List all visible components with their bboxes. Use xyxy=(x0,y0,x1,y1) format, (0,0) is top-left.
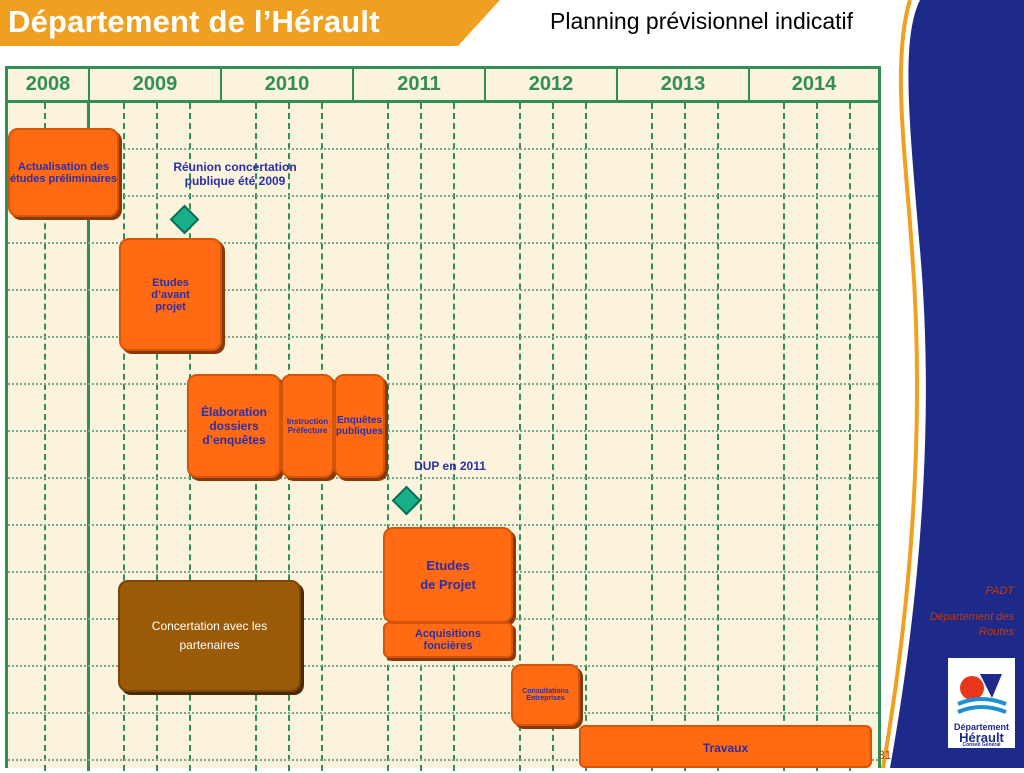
task-etudes-de-projet: Etudes de Projet xyxy=(383,527,513,623)
page-title: Département de l’Hérault xyxy=(8,4,380,39)
task-etudes-avant-projet-label: Etudes d’avant projet xyxy=(151,276,190,313)
grid-horizontal-dotted xyxy=(8,336,878,338)
grid-horizontal-dotted xyxy=(8,430,878,432)
grid-horizontal-dotted xyxy=(8,759,878,761)
grid-vertical-dashed xyxy=(651,103,653,771)
grid-vertical-dashed xyxy=(453,103,455,771)
grid-vertical-dashed xyxy=(585,103,587,771)
logo-text-herault: Hérault xyxy=(959,730,1004,745)
grid-vertical-dashed xyxy=(717,103,719,771)
task-acquisitions-foncieres: Acquisitions foncières xyxy=(383,622,513,658)
grid-vertical-dashed xyxy=(156,103,158,771)
grid-vertical-dashed xyxy=(44,103,46,771)
department-label: Département des Routes xyxy=(929,611,1014,638)
grid-horizontal-dotted xyxy=(8,665,878,667)
grid-vertical-dashed xyxy=(387,103,389,771)
grid-horizontal-dotted xyxy=(8,242,878,244)
task-elaboration-dossiers: Élaboration dossiers d’enquêtes xyxy=(187,374,281,478)
task-acquisitions-label: Acquisitions foncières xyxy=(414,628,481,652)
year-2009: 2009 xyxy=(90,69,222,100)
logo-text-departement: Département xyxy=(953,722,1009,732)
grid-vertical-dashed xyxy=(552,103,554,771)
task-travaux-label: Travaux xyxy=(702,741,749,755)
task-elaboration-label: Élaboration dossiers d’enquêtes xyxy=(200,405,267,447)
year-2011: 2011 xyxy=(354,69,486,100)
year-2010: 2010 xyxy=(222,69,354,100)
herault-logo-emblem xyxy=(957,674,1007,714)
task-concertation-label: Concertation avec les partenaires xyxy=(151,619,268,652)
padt-label: PADT xyxy=(985,585,1014,597)
task-etudes-projet-label: Etudes de Projet xyxy=(420,558,476,592)
page-number: 31 xyxy=(878,748,892,762)
grid-horizontal-dotted xyxy=(8,148,878,150)
grid-vertical-dashed xyxy=(123,103,125,771)
grid-vertical-dashed xyxy=(519,103,521,771)
grid-horizontal-dotted xyxy=(8,289,878,291)
task-actualisation-etudes: Actualisation des études préliminaires xyxy=(8,128,119,217)
year-2013: 2013 xyxy=(618,69,750,100)
task-consultations-label: Consultations Entreprises xyxy=(522,688,569,702)
task-concertation-partenaires: Concertation avec les partenaires xyxy=(118,580,301,692)
grid-vertical-dashed xyxy=(849,103,851,771)
year-2012: 2012 xyxy=(486,69,618,100)
milestone-dup-label: DUP en 2011 xyxy=(414,459,486,473)
task-travaux: Travaux xyxy=(579,725,872,768)
year-2008: 2008 xyxy=(8,69,90,100)
year-2014: 2014 xyxy=(791,73,837,95)
task-instruction-prefecture: Instruction Préfecture xyxy=(281,374,334,478)
grid-vertical-solid xyxy=(87,103,90,771)
task-enquetes-label: Enquêtes publiques xyxy=(335,415,384,437)
side-panel-shape xyxy=(881,0,1024,769)
task-etudes-avant-projet: Etudes d’avant projet xyxy=(119,238,222,351)
grid-vertical-dashed xyxy=(420,103,422,771)
slide-subtitle: Planning prévisionnel indicatif xyxy=(550,8,854,34)
logo-text-conseil: Conseil Général xyxy=(962,742,1001,748)
grid-horizontal-dotted xyxy=(8,383,878,385)
task-instruction-label: Instruction Préfecture xyxy=(286,417,329,435)
grid-vertical-dashed xyxy=(816,103,818,771)
header-banner-shape xyxy=(0,0,500,46)
grid-vertical-dashed xyxy=(783,103,785,771)
grid-horizontal-dotted xyxy=(8,195,878,197)
header-banner: Département de l’Hérault xyxy=(0,0,500,46)
grid-horizontal-dotted xyxy=(8,712,878,714)
side-panel xyxy=(880,0,1024,769)
task-enquetes-publiques: Enquêtes publiques xyxy=(334,374,385,478)
task-actualisation-label: Actualisation des études préliminaires xyxy=(10,160,117,185)
grid-horizontal-dotted xyxy=(8,524,878,526)
year-header-row: 2008 2009 2010 2011 2012 2013 2014 xyxy=(8,69,878,103)
milestone-reunion-label: Réunion concertation publique été 2009 xyxy=(173,160,297,188)
grid-vertical-dashed xyxy=(684,103,686,771)
task-consultations-entreprises: Consultations Entreprises xyxy=(511,664,580,726)
grid-horizontal-dotted xyxy=(8,477,878,479)
herault-logo: Département Hérault Conseil Général xyxy=(947,657,1016,749)
